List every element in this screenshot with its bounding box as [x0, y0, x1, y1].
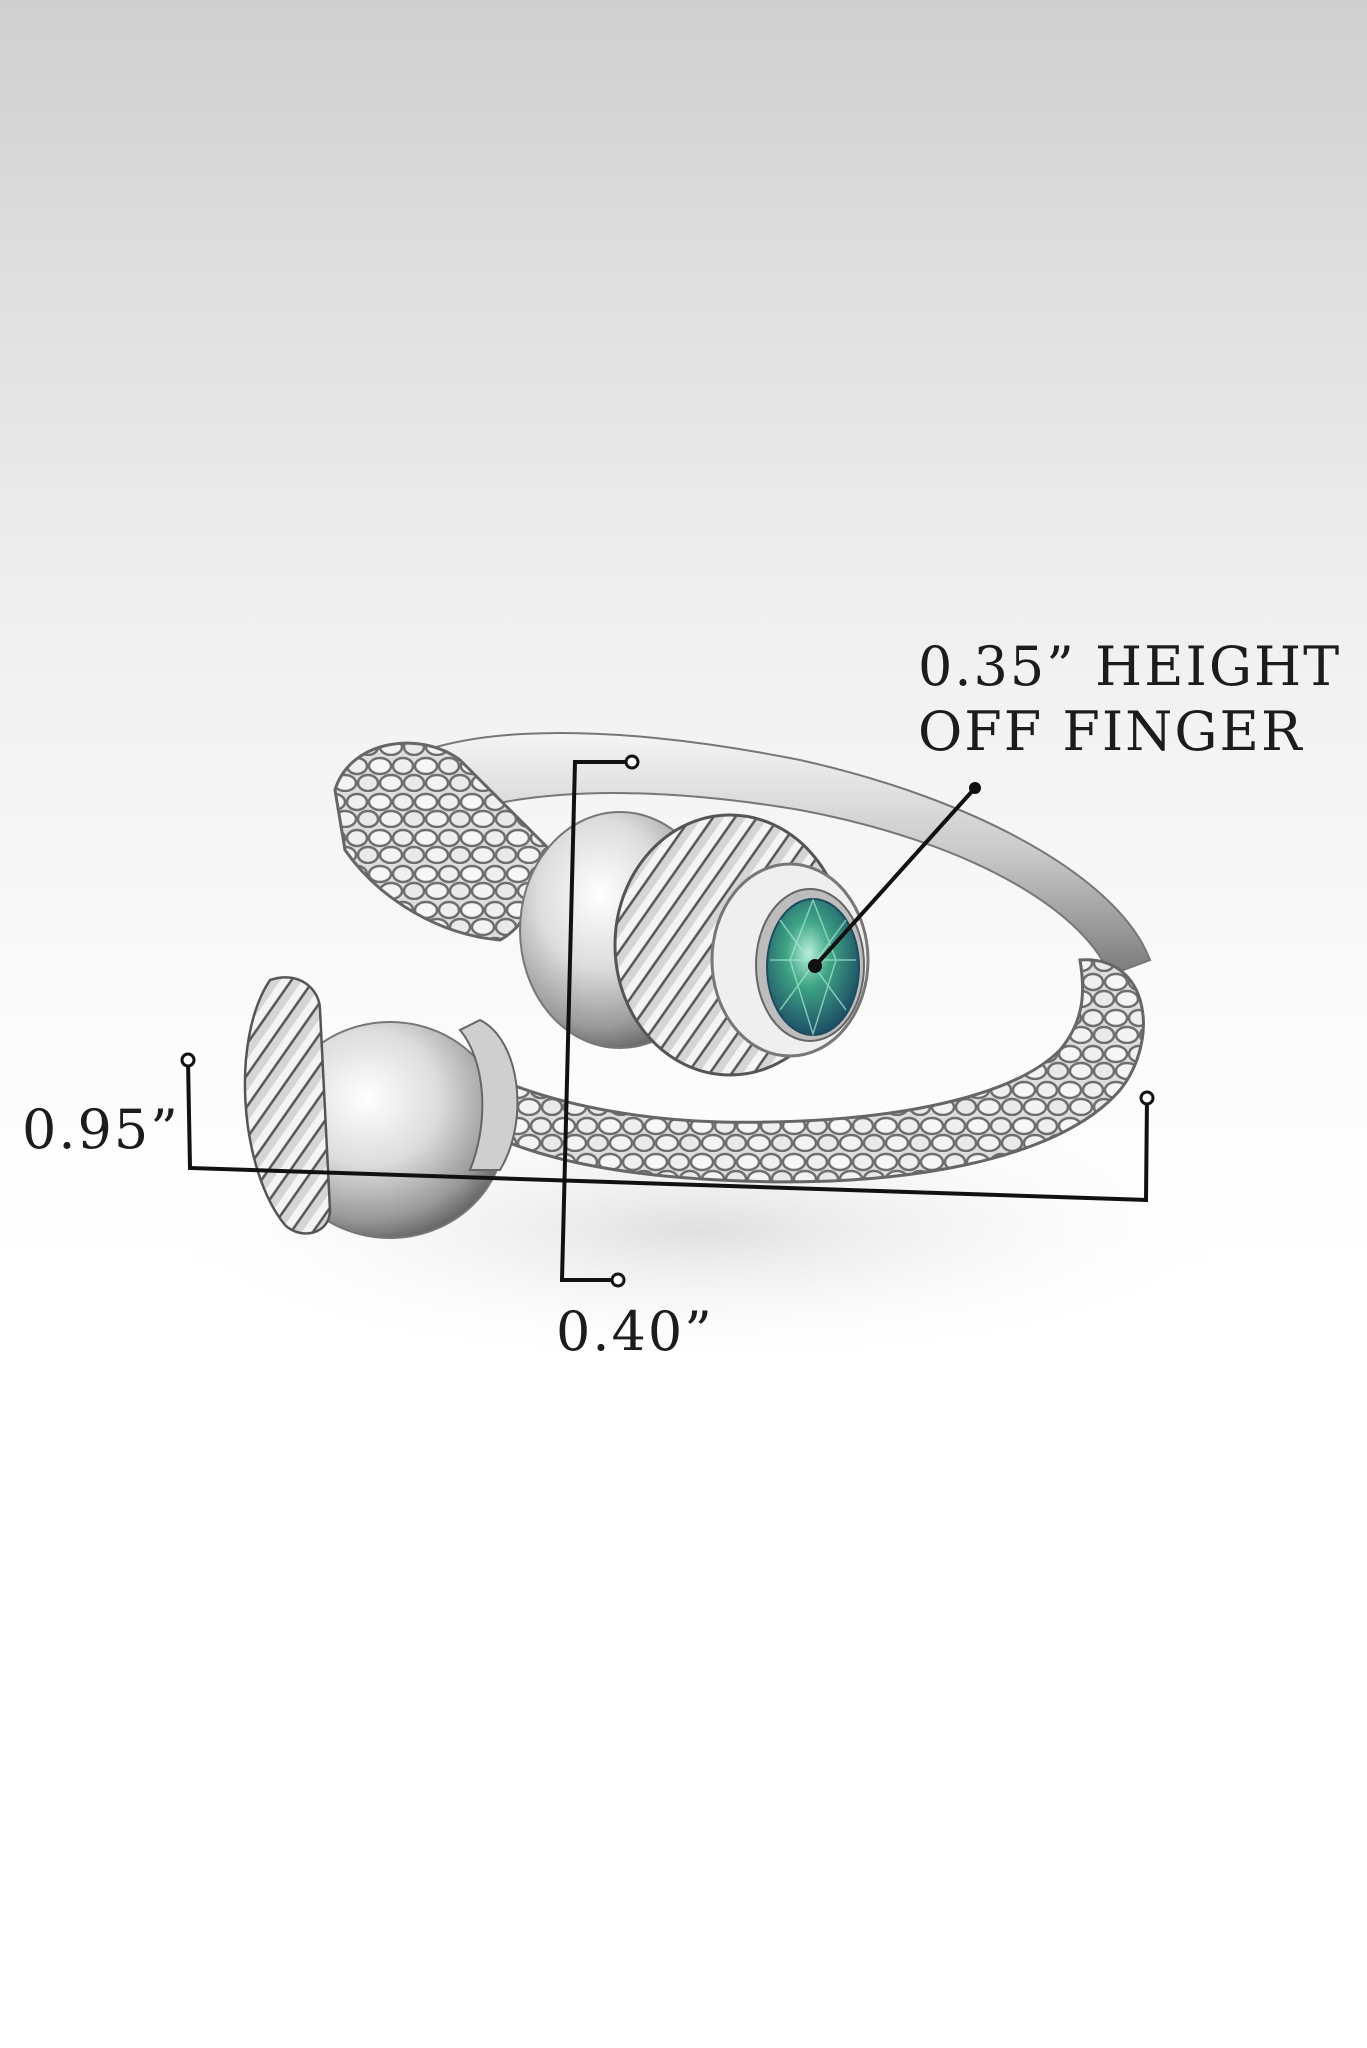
height-label-line-2: OFF FINGER — [918, 699, 1304, 763]
height-pointer — [808, 782, 981, 973]
lower-neck — [458, 1018, 519, 1171]
ring-back-band — [358, 732, 1152, 977]
height-label-line-1: 0.35” HEIGHT — [918, 635, 1342, 698]
height-off-finger-label: 0.35” HEIGHT OFF FINGER — [918, 635, 1341, 765]
depth-bracket — [559, 754, 640, 1288]
depth-label: 0.40” — [556, 1300, 714, 1363]
width-bracket — [180, 1052, 1155, 1203]
width-label: 0.95” — [22, 1098, 180, 1161]
